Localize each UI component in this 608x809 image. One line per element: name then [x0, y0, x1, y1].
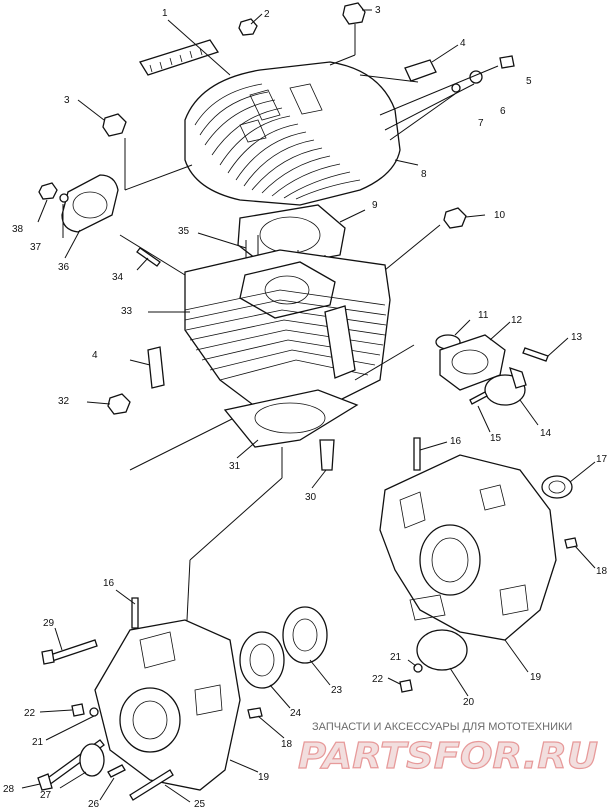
bolt-29	[49, 639, 98, 662]
callout-16-right: 16	[450, 436, 462, 447]
nut-10	[443, 207, 467, 229]
screw-15	[469, 391, 488, 405]
bracket-3-left	[102, 113, 127, 137]
callout-30: 30	[305, 492, 317, 503]
crankcase-left	[94, 619, 241, 791]
callout-22-right: 22	[372, 674, 384, 685]
stud-34	[136, 247, 161, 267]
callout-18-right: 18	[596, 566, 608, 577]
callout-29: 29	[43, 618, 55, 629]
callout-4-left: 4	[92, 350, 98, 361]
valve-30	[319, 439, 335, 471]
bolt-5	[499, 55, 515, 69]
nut-38	[38, 182, 58, 200]
callout-5: 5	[526, 76, 532, 87]
callout-36: 36	[58, 262, 70, 273]
callout-25: 25	[194, 799, 206, 809]
callout-35: 35	[178, 226, 190, 237]
bolt-22-right	[399, 679, 413, 693]
callout-23: 23	[331, 685, 343, 696]
screw-13	[522, 347, 549, 362]
callout-33: 33	[121, 306, 133, 317]
callout-3-top: 3	[375, 5, 381, 16]
watermark: ЗАПЧАСТИ И АКСЕССУАРЫ ДЛЯ МОТОТЕХНИКИ PA…	[297, 721, 598, 778]
stud-16-left	[131, 597, 139, 629]
spacer-4-left	[147, 346, 165, 389]
bracket-3-top	[342, 2, 366, 25]
callout-2: 2	[264, 9, 270, 20]
screw-26	[107, 764, 126, 778]
callout-9: 9	[372, 200, 378, 211]
callout-14: 14	[540, 428, 552, 439]
leaders-top	[77, 9, 499, 191]
nut-32	[107, 393, 131, 415]
callout-21-right: 21	[390, 652, 402, 663]
watermark-subtitle: ЗАПЧАСТИ И АКСЕССУАРЫ ДЛЯ МОТОТЕХНИКИ	[312, 721, 572, 733]
washer-21-left	[89, 707, 99, 717]
watermark-brand: PARTSFOR.RU	[298, 736, 598, 777]
pin-18-right	[564, 537, 578, 549]
callout-19-left: 19	[258, 772, 270, 783]
stud-16-right	[413, 437, 421, 471]
seal-27	[79, 743, 105, 777]
callout-18-left: 18	[281, 739, 293, 750]
callout-12: 12	[511, 315, 523, 326]
callout-3-left: 3	[64, 95, 70, 106]
washer-37	[59, 193, 69, 203]
crankcase-right	[379, 454, 557, 641]
callout-34: 34	[112, 272, 124, 283]
bearing-24	[239, 631, 285, 689]
cylinder-head	[184, 61, 401, 206]
callout-20: 20	[463, 697, 475, 708]
callout-16-left: 16	[103, 578, 115, 589]
callout-15: 15	[490, 433, 502, 444]
bearing-23	[282, 606, 328, 664]
callout-31: 31	[229, 461, 241, 472]
gasket-20	[416, 629, 468, 671]
head-bolt-strip	[139, 39, 220, 76]
callout-7: 7	[478, 118, 484, 129]
nut-6b	[451, 83, 461, 93]
seal-17	[541, 475, 573, 499]
callout-27: 27	[40, 790, 52, 801]
callout-4-top: 4	[460, 38, 466, 49]
pin-18-left	[247, 707, 263, 719]
callout-labels: 1 2 3 4 5 6 3 7 8 9 10 38 37 36 35 34 33…	[3, 5, 608, 809]
callout-26: 26	[88, 799, 100, 809]
bolt-22-left	[71, 703, 85, 717]
callout-21-left: 21	[32, 737, 44, 748]
spacer-4-top	[404, 59, 437, 82]
callout-24: 24	[290, 708, 302, 719]
callout-32: 32	[58, 396, 70, 407]
bolt-25	[129, 769, 174, 801]
callout-28: 28	[3, 784, 15, 795]
callout-17: 17	[596, 454, 608, 465]
clamp-14	[484, 366, 527, 406]
callout-19-right: 19	[530, 672, 542, 683]
exhaust-flange	[61, 174, 119, 233]
base-gasket	[223, 389, 359, 448]
cylinder	[184, 249, 391, 411]
callout-6: 6	[500, 106, 506, 117]
callout-13: 13	[571, 332, 583, 343]
callout-8: 8	[421, 169, 427, 180]
callout-10: 10	[494, 210, 506, 221]
callout-37: 37	[30, 242, 42, 253]
callout-11: 11	[478, 310, 489, 321]
callout-38: 38	[12, 224, 24, 235]
callout-1: 1	[162, 8, 168, 19]
callout-22-left: 22	[24, 708, 36, 719]
